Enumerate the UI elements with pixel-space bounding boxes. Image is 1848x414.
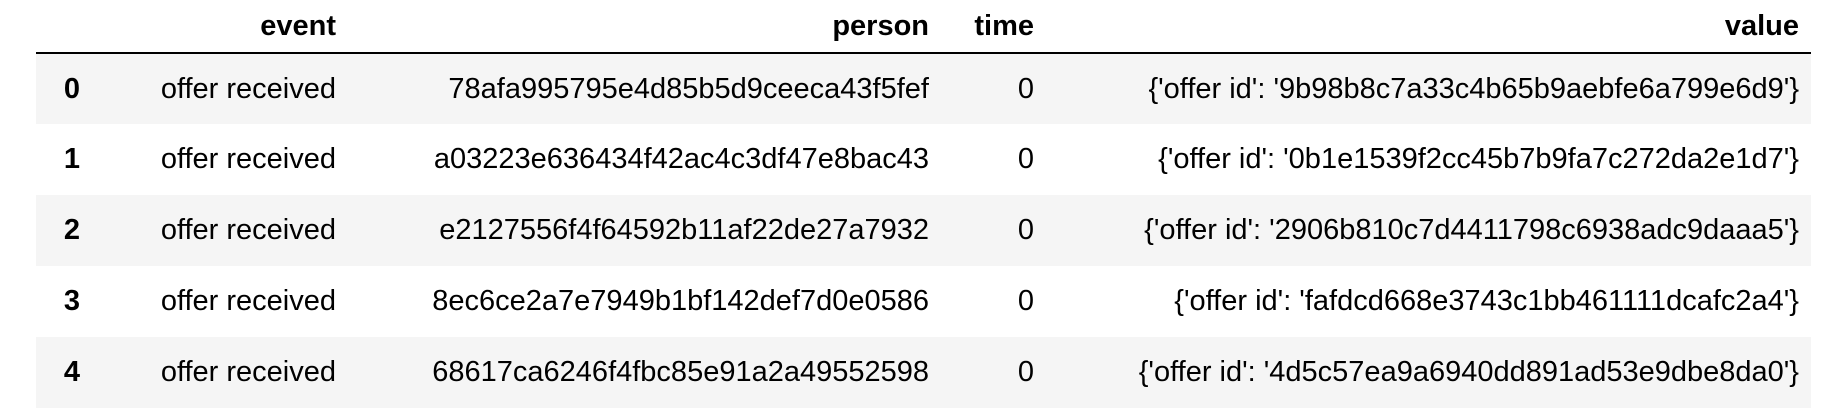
- cell-event: offer received: [160, 143, 336, 175]
- cell-person: a03223e636434f42ac4c3df47e8bac43: [433, 143, 929, 175]
- row-index: 2: [63, 214, 80, 246]
- cell-person: e2127556f4f64592b11af22de27a7932: [439, 214, 929, 246]
- table-row: 4 offer received 68617ca6246f4fbc85e91a2…: [36, 337, 1811, 408]
- row-index: 0: [63, 72, 80, 105]
- cell-event: offer received: [160, 72, 336, 105]
- cell-value: {'offer id': '2906b810c7d4411798c6938adc…: [1144, 214, 1799, 246]
- row-index: 3: [63, 285, 80, 317]
- cell-time: 0: [1017, 143, 1034, 175]
- cell-event: offer received: [160, 356, 336, 388]
- cell-person: 68617ca6246f4fbc85e91a2a49552598: [432, 356, 929, 388]
- table-body: 0 offer received 78afa995795e4d85b5d9cee…: [36, 53, 1811, 408]
- dataframe-table: event person time value 0 offer received…: [36, 0, 1811, 408]
- cell-time: 0: [1017, 356, 1034, 388]
- header-time: time: [974, 9, 1034, 42]
- table-header: event person time value: [36, 0, 1811, 53]
- cell-value: {'offer id': 'fafdcd668e3743c1bb461111dc…: [1174, 285, 1799, 317]
- cell-time: 0: [1017, 285, 1034, 317]
- cell-time: 0: [1017, 214, 1034, 246]
- header-person: person: [832, 9, 929, 42]
- header-row: event person time value: [36, 0, 1811, 53]
- table-row: 0 offer received 78afa995795e4d85b5d9cee…: [36, 53, 1811, 124]
- dataframe-output: event person time value 0 offer received…: [36, 0, 1811, 408]
- table-row: 3 offer received 8ec6ce2a7e7949b1bf142de…: [36, 266, 1811, 337]
- cell-person: 8ec6ce2a7e7949b1bf142def7d0e0586: [432, 285, 929, 317]
- cell-time: 0: [1017, 72, 1034, 105]
- cell-value: {'offer id': '4d5c57ea9a6940dd891ad53e9d…: [1138, 356, 1799, 388]
- cell-event: offer received: [160, 285, 336, 317]
- row-index: 1: [63, 143, 80, 175]
- header-event: event: [260, 9, 336, 42]
- header-value: value: [1724, 9, 1799, 42]
- cell-event: offer received: [160, 214, 336, 246]
- table-row: 1 offer received a03223e636434f42ac4c3df…: [36, 124, 1811, 195]
- table-row: 2 offer received e2127556f4f64592b11af22…: [36, 195, 1811, 266]
- header-index: [36, 0, 88, 53]
- cell-value: {'offer id': '9b98b8c7a33c4b65b9aebfe6a7…: [1148, 72, 1799, 105]
- cell-value: {'offer id': '0b1e1539f2cc45b7b9fa7c272d…: [1158, 143, 1799, 175]
- row-index: 4: [63, 356, 80, 388]
- cell-person: 78afa995795e4d85b5d9ceeca43f5fef: [448, 72, 929, 105]
